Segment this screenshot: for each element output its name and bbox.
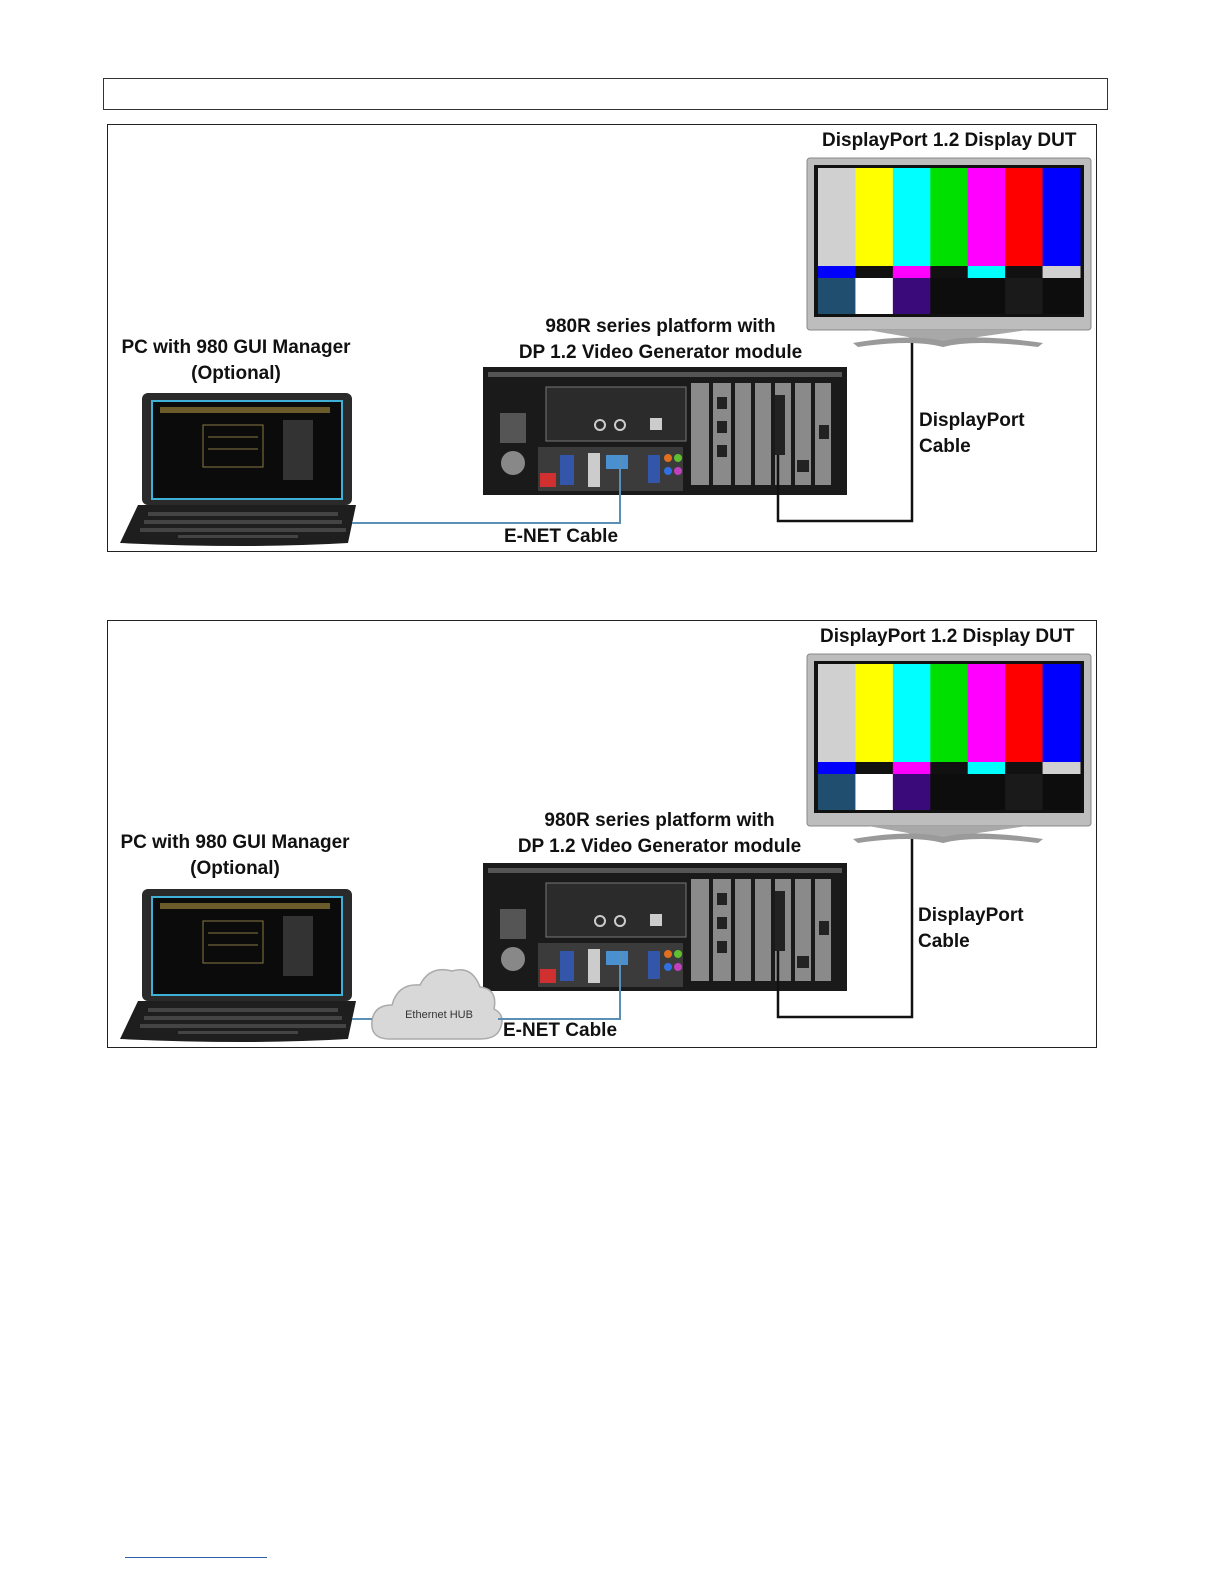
display-dut-label: DisplayPort 1.2 Display DUT [822, 130, 1077, 151]
enet-cable-label: E-NET Cable [504, 526, 619, 547]
laptop-icon [120, 393, 356, 546]
color-bar [818, 168, 856, 266]
platform-label-line1: 980R series platform with [545, 316, 776, 337]
color-bar [1005, 774, 1044, 810]
header-bar [103, 78, 1108, 110]
display-dut-icon [806, 157, 1092, 347]
color-bar [818, 774, 856, 810]
pc-label-line2: (Optional) [190, 858, 280, 879]
color-bar [892, 762, 931, 774]
displayport-cable-label: DisplayPort Cable [919, 408, 1025, 460]
color-bar [855, 168, 894, 266]
color-bar [892, 774, 931, 810]
color-bar [855, 762, 894, 774]
color-bar [967, 168, 1006, 266]
color-bar [1042, 278, 1081, 314]
display-dut-icon [806, 653, 1092, 843]
color-bar [855, 266, 894, 278]
pc-label: PC with 980 GUI Manager (Optional) [116, 335, 356, 387]
diagram-graphics [120, 653, 1092, 1042]
color-bar [930, 278, 969, 314]
diagram-hub-connection: DisplayPort 1.2 Display DUT PC with 980 … [107, 620, 1097, 1048]
color-bar [818, 266, 856, 278]
color-bar [855, 664, 894, 762]
color-bar [967, 278, 1006, 314]
platform-980r-icon [483, 367, 847, 495]
displayport-cable-label: DisplayPort Cable [918, 903, 1024, 955]
diagram-graphics [120, 157, 1092, 546]
pc-label-line1: PC with 980 GUI Manager [120, 832, 350, 853]
color-bar [855, 774, 894, 810]
color-bar [818, 664, 856, 762]
color-bar [892, 266, 931, 278]
color-bar [1042, 762, 1081, 774]
display-dut-label: DisplayPort 1.2 Display DUT [820, 626, 1075, 647]
ethernet-hub-label: Ethernet HUB [405, 1009, 473, 1021]
color-bar [930, 664, 969, 762]
color-bar [1042, 168, 1081, 266]
displayport-cable-line [776, 343, 914, 523]
color-bar [967, 774, 1006, 810]
color-bars [818, 168, 1081, 314]
color-bar [855, 278, 894, 314]
color-bar [1005, 664, 1044, 762]
platform-label: 980R series platform with DP 1.2 Video G… [508, 314, 813, 366]
color-bar [930, 266, 969, 278]
diagram-direct-connection: DisplayPort 1.2 Display DUT PC with 980 … [107, 124, 1097, 552]
color-bar [967, 664, 1006, 762]
footer-link-underline [125, 1557, 267, 1558]
pc-label: PC with 980 GUI Manager (Optional) [115, 830, 355, 882]
color-bar [967, 762, 1006, 774]
color-bar [1042, 774, 1081, 810]
color-bar [818, 762, 856, 774]
enet-cable-line [352, 457, 621, 524]
laptop-icon [120, 889, 356, 1042]
platform-label-line2: DP 1.2 Video Generator module [518, 342, 803, 363]
enet-cable-label: E-NET Cable [503, 1020, 618, 1041]
displayport-cable-line [776, 839, 914, 1019]
dp-cable-line2: Cable [918, 931, 970, 952]
color-bar [818, 278, 856, 314]
color-bar [1042, 266, 1081, 278]
color-bar [967, 266, 1006, 278]
color-bar [1042, 664, 1081, 762]
color-bar [930, 168, 969, 266]
dp-cable-line2: Cable [919, 436, 971, 457]
platform-980r-icon [483, 863, 847, 991]
color-bar [892, 664, 931, 762]
color-bar [892, 168, 931, 266]
dp-cable-line1: DisplayPort [918, 905, 1024, 926]
color-bar [930, 774, 969, 810]
color-bar [1005, 266, 1044, 278]
color-bar [1005, 278, 1044, 314]
platform-label: 980R series platform with DP 1.2 Video G… [507, 808, 812, 860]
dp-cable-line1: DisplayPort [919, 410, 1025, 431]
color-bar [1005, 168, 1044, 266]
color-bar [930, 762, 969, 774]
pc-label-line1: PC with 980 GUI Manager [121, 337, 351, 358]
enet-cable-line [498, 953, 621, 1020]
platform-label-line1: 980R series platform with [544, 810, 775, 831]
pc-label-line2: (Optional) [191, 363, 281, 384]
color-bar [892, 278, 931, 314]
platform-label-line2: DP 1.2 Video Generator module [517, 836, 802, 857]
color-bar [1005, 762, 1044, 774]
color-bars [818, 664, 1081, 810]
ethernet-hub-cloud-icon [371, 968, 503, 1040]
